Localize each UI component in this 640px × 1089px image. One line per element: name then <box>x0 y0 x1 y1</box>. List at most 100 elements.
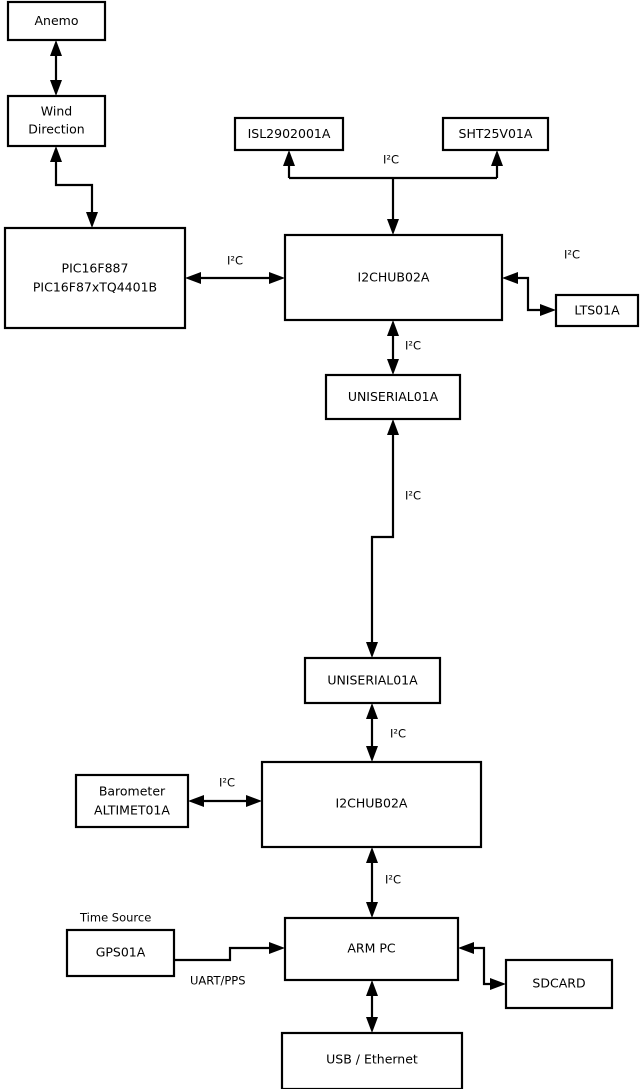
node-label-pic-line2: PIC16F87xTQ4401B <box>33 280 157 295</box>
node-box[interactable] <box>283 233 504 322</box>
node-label-barometer-line2: ALTIMET01A <box>94 803 170 818</box>
node-lts01a[interactable]: LTS01A <box>554 293 640 328</box>
node-box[interactable] <box>283 916 460 982</box>
edge-barometer-hub-bottom <box>188 795 262 807</box>
node-label-isl2902001a: ISL2902001A <box>248 126 331 141</box>
node-box[interactable] <box>6 0 107 42</box>
arrow-head-up <box>366 847 378 863</box>
node-layer: Anemo Wind Direction PIC16F887 PIC16F87x… <box>3 0 640 1089</box>
edge-uniserial-top-uniserial-bottom <box>366 419 399 658</box>
node-box[interactable] <box>233 116 345 152</box>
edge-label-i2c-uni-hub2: I²C <box>390 727 406 741</box>
node-wind-direction[interactable]: Wind Direction <box>6 94 107 148</box>
arrow-head-lts <box>540 304 556 316</box>
node-label-i2chub02a-bottom: I2CHUB02A <box>336 796 408 811</box>
node-box[interactable] <box>504 958 614 1010</box>
node-anemo[interactable]: Anemo <box>6 0 107 42</box>
arrow-head-up <box>366 980 378 996</box>
node-box[interactable] <box>324 373 462 421</box>
node-i2chub02a-top[interactable]: I2CHUB02A <box>283 233 504 322</box>
edge-path <box>54 158 94 218</box>
edge-gps-arm-pc <box>174 942 285 962</box>
node-label-usb-ethernet: USB / Ethernet <box>326 1052 418 1067</box>
arrow-head-down <box>366 902 378 918</box>
node-box[interactable] <box>260 760 483 849</box>
edge-pic-hub-top <box>185 272 285 284</box>
node-pic-microcontroller[interactable]: PIC16F887 PIC16F87xTQ4401B <box>3 226 187 330</box>
node-label-sht25v01a: SHT25V01A <box>459 126 533 141</box>
arrow-head-hub <box>502 272 518 284</box>
node-box[interactable] <box>3 226 187 330</box>
node-box[interactable] <box>6 94 107 148</box>
edge-label-i2c-hub2-arm: I²C <box>385 873 401 887</box>
arrow-head-arm <box>458 942 474 954</box>
time-source-label: Time Source <box>79 911 151 925</box>
edge-hub-top-lts <box>502 272 556 316</box>
arrow-head-down <box>366 746 378 762</box>
edge-path <box>514 276 546 312</box>
node-label-gps01a: GPS01A <box>96 945 146 960</box>
node-uniserial01a-top[interactable]: UNISERIAL01A <box>324 373 462 421</box>
arrow-head-hub <box>387 219 399 235</box>
edge-label-uart-pps: UART/PPS <box>190 974 246 988</box>
node-label-i2chub02a-top: I2CHUB02A <box>358 270 430 285</box>
edge-path <box>174 946 274 962</box>
node-box[interactable] <box>280 1031 464 1089</box>
arrow-head-up <box>387 320 399 336</box>
edge-label-i2c-lts: I²C <box>564 248 580 262</box>
node-label-wind-direction-line2: Direction <box>28 122 84 137</box>
arrow-head-down <box>387 359 399 375</box>
node-barometer-altimet01a[interactable]: Barometer ALTIMET01A <box>74 773 190 829</box>
arrow-head-left <box>185 272 201 284</box>
node-label-lts01a: LTS01A <box>574 303 620 318</box>
arrow-head-sdcard <box>490 978 506 990</box>
node-label-pic-line1: PIC16F887 <box>62 261 129 276</box>
arrow-head-up <box>366 703 378 719</box>
arrow-head-up <box>50 146 62 162</box>
edge-label-layer: I²C I²C I²C I²C I²C I²C I²C I²C UART/PPS <box>190 153 580 988</box>
arrow-head-down <box>366 642 378 658</box>
arrow-head-arm <box>269 942 285 954</box>
node-arm-pc[interactable]: ARM PC <box>283 916 460 982</box>
edge-hub-top-uniserial-top <box>387 320 399 375</box>
arrow-head-right <box>246 795 262 807</box>
edge-hub-top-sensors <box>283 150 503 235</box>
arrow-head-down <box>86 212 98 228</box>
edge-uniserial-bottom-hub-bottom <box>366 703 378 762</box>
arrow-head-left <box>188 795 204 807</box>
arrow-head-down <box>50 80 62 96</box>
node-label-sdcard: SDCARD <box>532 976 585 991</box>
node-gps01a[interactable]: GPS01A <box>65 928 176 978</box>
edge-wind-direction-pic <box>50 146 98 228</box>
node-label-barometer-line1: Barometer <box>99 784 166 799</box>
node-usb-ethernet[interactable]: USB / Ethernet <box>280 1031 464 1089</box>
edge-label-i2c-hub-uni: I²C <box>405 339 421 353</box>
node-sht25v01a[interactable]: SHT25V01A <box>441 116 550 152</box>
node-i2chub02a-bottom[interactable]: I2CHUB02A <box>260 760 483 849</box>
edge-arm-pc-sdcard <box>458 942 506 990</box>
node-label-arm-pc: ARM PC <box>347 941 396 956</box>
arrow-head-up <box>50 40 62 56</box>
arrow-head-right <box>269 272 285 284</box>
node-sdcard[interactable]: SDCARD <box>504 958 614 1010</box>
node-label-uniserial01a-top: UNISERIAL01A <box>348 389 439 404</box>
edge-layer <box>50 40 556 1033</box>
node-label-wind-direction-line1: Wind <box>41 104 72 119</box>
node-uniserial01a-bottom[interactable]: UNISERIAL01A <box>303 656 442 705</box>
node-box[interactable] <box>554 293 640 328</box>
edge-label-i2c-barometer: I²C <box>219 776 235 790</box>
edge-label-i2c-sensors: I²C <box>383 153 399 167</box>
edge-label-i2c-uni-uni: I²C <box>405 489 421 503</box>
arrow-head-sht <box>491 150 503 166</box>
node-box[interactable] <box>441 116 550 152</box>
node-isl2902001a[interactable]: ISL2902001A <box>233 116 345 152</box>
node-box[interactable] <box>65 928 176 978</box>
edge-arm-pc-usb-ethernet <box>366 980 378 1033</box>
arrow-head-down <box>366 1017 378 1033</box>
node-label-uniserial01a-bottom: UNISERIAL01A <box>327 673 418 688</box>
edge-label-i2c-pic-hub: I²C <box>227 254 243 268</box>
node-box[interactable] <box>303 656 442 705</box>
node-box[interactable] <box>74 773 190 829</box>
